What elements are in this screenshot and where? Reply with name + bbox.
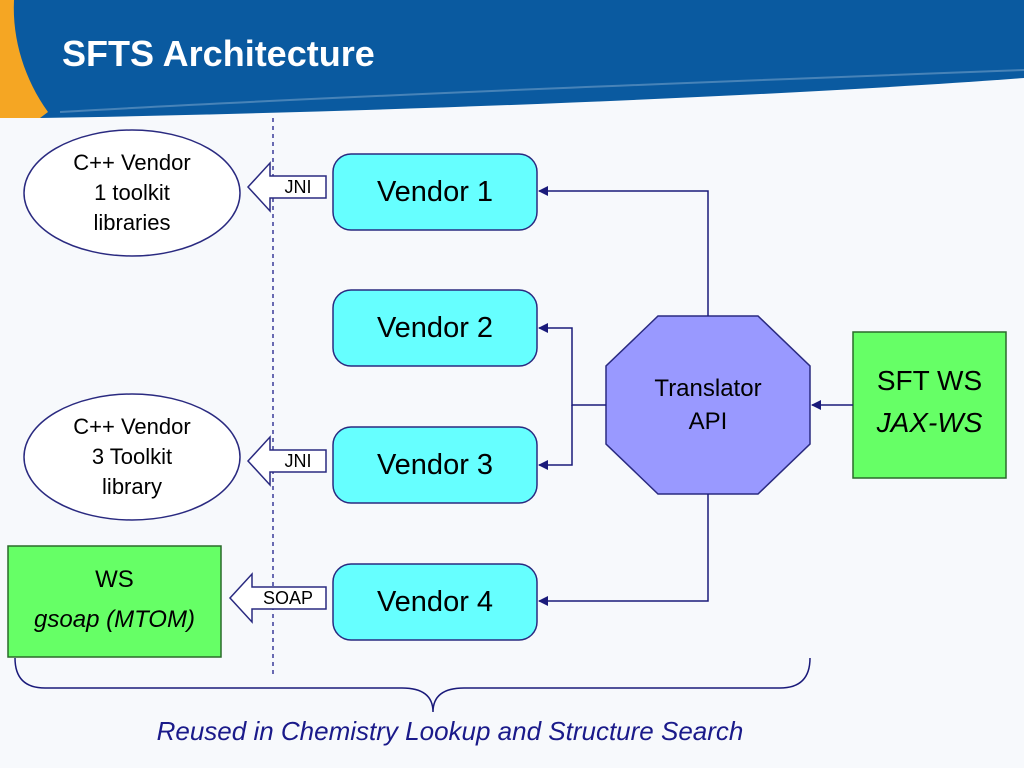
vendor-1-box bbox=[332, 153, 538, 231]
translator-line2: API bbox=[688, 408, 728, 435]
ws-gsoap-label: WS gsoap (MTOM) bbox=[8, 560, 221, 640]
vendor1-library-line2: 1 toolkit bbox=[94, 180, 170, 205]
vendor1-library-line3: libraries bbox=[93, 210, 171, 235]
vendor1-library-label: C++ Vendor 1 toolkit libraries bbox=[24, 130, 240, 256]
sft-ws-line2: JAX-WS bbox=[876, 407, 983, 438]
vendor3-library-label: C++ Vendor 3 Toolkit library bbox=[24, 394, 240, 520]
arrow-to-vendor-2 bbox=[538, 323, 606, 406]
page-title: SFTS Architecture bbox=[62, 33, 375, 74]
vendor-2-box bbox=[332, 289, 538, 367]
reuse-brace bbox=[14, 657, 811, 713]
translator-line1: Translator bbox=[654, 375, 762, 402]
arrow-to-vendor-1 bbox=[538, 186, 709, 316]
jni-label-3: JNI bbox=[284, 450, 312, 471]
vendor1-library-line1: C++ Vendor bbox=[73, 150, 191, 175]
jni-arrow-3 bbox=[246, 435, 327, 487]
vendor1-library-ellipse bbox=[23, 129, 241, 257]
ws-gsoap-box bbox=[7, 545, 222, 658]
soap-label: SOAP bbox=[262, 587, 314, 608]
vendor3-library-line1: C++ Vendor bbox=[73, 414, 191, 439]
sft-ws-box bbox=[852, 331, 1007, 479]
vendor-3-label: Vendor 3 bbox=[376, 448, 494, 481]
vendor3-library-ellipse bbox=[23, 393, 241, 521]
header-orange-accent bbox=[0, 0, 48, 118]
vendor3-library-line2: 3 Toolkit bbox=[91, 444, 173, 469]
arrow-to-vendor-4 bbox=[538, 494, 709, 606]
vendor-4-label: Vendor 4 bbox=[376, 585, 494, 618]
jni-arrow-1 bbox=[246, 161, 327, 213]
jni-label-1: JNI bbox=[284, 176, 312, 197]
header-swoosh-line bbox=[59, 69, 1024, 113]
soap-arrow bbox=[228, 572, 327, 624]
vendor-1-label: Vendor 1 bbox=[376, 175, 494, 208]
vendor-3-box bbox=[332, 426, 538, 504]
vendor-4-box bbox=[332, 563, 538, 641]
translator-octagon bbox=[605, 315, 811, 495]
reuse-note: Reused in Chemistry Lookup and Structure… bbox=[156, 716, 744, 746]
translator-label: Translator API bbox=[606, 372, 810, 438]
sft-ws-label: SFT WS JAX-WS bbox=[853, 360, 1006, 450]
header-background bbox=[0, 0, 1024, 118]
ws-gsoap-line1: WS bbox=[95, 566, 134, 593]
sft-ws-line1: SFT WS bbox=[876, 365, 983, 396]
arrow-to-vendor-3 bbox=[538, 405, 573, 470]
ws-gsoap-line2: gsoap (MTOM) bbox=[34, 606, 195, 633]
vendor-2-label: Vendor 2 bbox=[376, 311, 494, 344]
vendor3-library-line3: library bbox=[102, 474, 162, 499]
header-banner bbox=[0, 0, 1024, 118]
slide-header: SFTS Architecture bbox=[0, 0, 1024, 120]
